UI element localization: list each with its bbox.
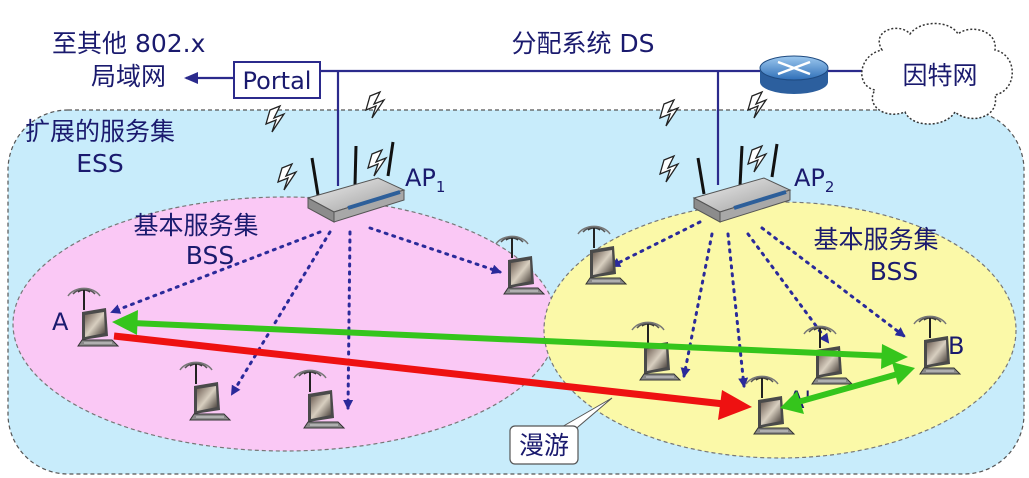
association-arrow	[343, 230, 354, 410]
station-b-label: B	[948, 332, 964, 360]
association-arrow	[760, 226, 906, 338]
association-arrow	[110, 230, 322, 314]
association-arrow	[680, 232, 714, 378]
bss1-label-line2: BSS	[186, 241, 234, 270]
association-arrow	[726, 232, 749, 388]
ess-label-line2: ESS	[76, 149, 124, 178]
a-to-b-communication-arrow	[112, 310, 908, 369]
ap1-label: AP1	[405, 164, 445, 196]
other-lan-label-line1: 至其他 802.x	[52, 29, 205, 58]
station-a-label: A	[52, 308, 69, 336]
ds-label: 分配系统 DS	[511, 29, 654, 58]
ess-label-line1: 扩展的服务集	[25, 117, 175, 146]
association-arrow	[368, 226, 502, 275]
ap2-label: AP2	[794, 164, 834, 196]
portal-box	[233, 61, 321, 99]
internet-label: 因特网	[902, 61, 977, 90]
ap2-associations	[610, 220, 906, 388]
internet-cloud	[861, 22, 1013, 125]
bss2-label-line1: 基本服务集	[813, 225, 938, 254]
roaming-callout: 漫游	[509, 397, 613, 465]
association-arrow	[610, 220, 702, 268]
access-point-2-icon	[692, 143, 792, 224]
roaming-arrow	[113, 332, 752, 420]
bss2-label-line2: BSS	[870, 257, 918, 286]
a-prime-to-b-communication-arrow	[780, 362, 915, 414]
association-arrow	[746, 232, 830, 344]
router-icon	[759, 55, 829, 94]
roaming-label: 漫游	[519, 431, 569, 460]
ap1-associations	[110, 226, 502, 410]
access-point-1-icon	[306, 141, 406, 224]
association-arrow	[230, 230, 332, 396]
portal-label: Portal	[243, 67, 312, 95]
other-lan-label-line2: 局域网	[91, 62, 166, 91]
bss1-label-line1: 基本服务集	[133, 211, 258, 240]
